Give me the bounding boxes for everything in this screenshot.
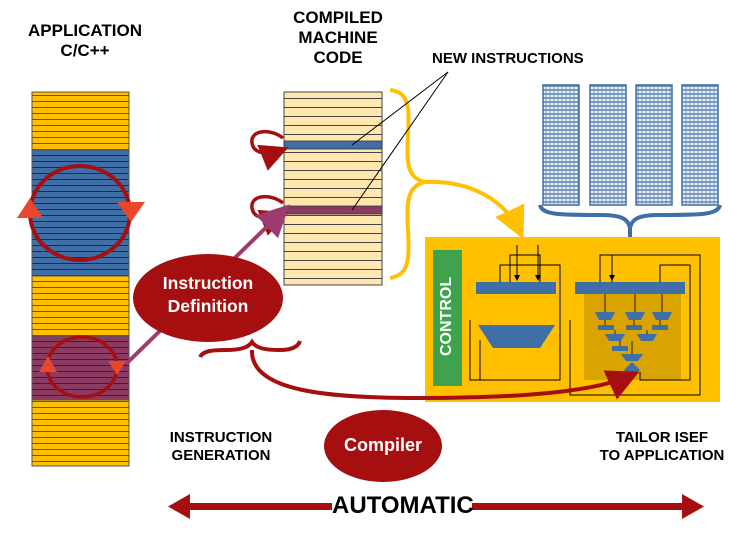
compiler-flow-arrow [249,349,640,401]
new-instructions-label: NEW INSTRUCTIONS [432,50,584,67]
compiled-code-title-line1: COMPILED [293,8,383,27]
instruction-generation-line1: INSTRUCTION [169,429,273,446]
instruction-definition-line1: Instruction [162,273,254,293]
instruction-generation-line2: GENERATION [171,446,271,464]
tailor-isef-label: TAILOR ISEF TO APPLICATION [570,429,754,464]
compiled-code-title: COMPILED MACHINE CODE [283,8,393,68]
compiled-code-title-line3: CODE [313,48,363,68]
application-title-line2: C/C++ [60,41,110,61]
compiler-label: Compiler [343,435,422,455]
automatic-double-arrow [168,494,704,519]
automatic-label: AUTOMATIC [332,492,474,519]
application-code-column [31,91,130,467]
curly-brace-icon [198,338,302,359]
loop-arrow-small-icon [39,335,126,399]
application-title-line1: APPLICATION [28,21,142,40]
curly-brace-icon [389,88,426,280]
compiled-code-column [283,91,383,286]
memory-bracket [538,204,722,229]
leader-line [351,71,449,211]
instruction-generation-label: INSTRUCTION GENERATION [140,429,302,464]
loop-arrow-icon [250,130,289,171]
isef-block [425,237,720,402]
loop-arrow-large-icon [17,164,145,262]
control-label: CONTROL [438,276,456,356]
yellow-flow-arrow [424,179,525,240]
instruction-definition-label: Instruction Definition [133,272,283,318]
tailor-isef-line2: TO APPLICATION [599,446,725,464]
memory-banks [542,84,719,206]
instruction-definition-ellipse [133,254,283,342]
compiled-code-title-line2: MACHINE [298,28,378,48]
leader-line [351,71,449,146]
instruction-definition-line2: Definition [167,295,249,316]
tailor-isef-line1: TAILOR ISEF [615,429,709,446]
compiler-ellipse [324,410,442,482]
application-title: APPLICATION C/C++ [4,21,166,61]
